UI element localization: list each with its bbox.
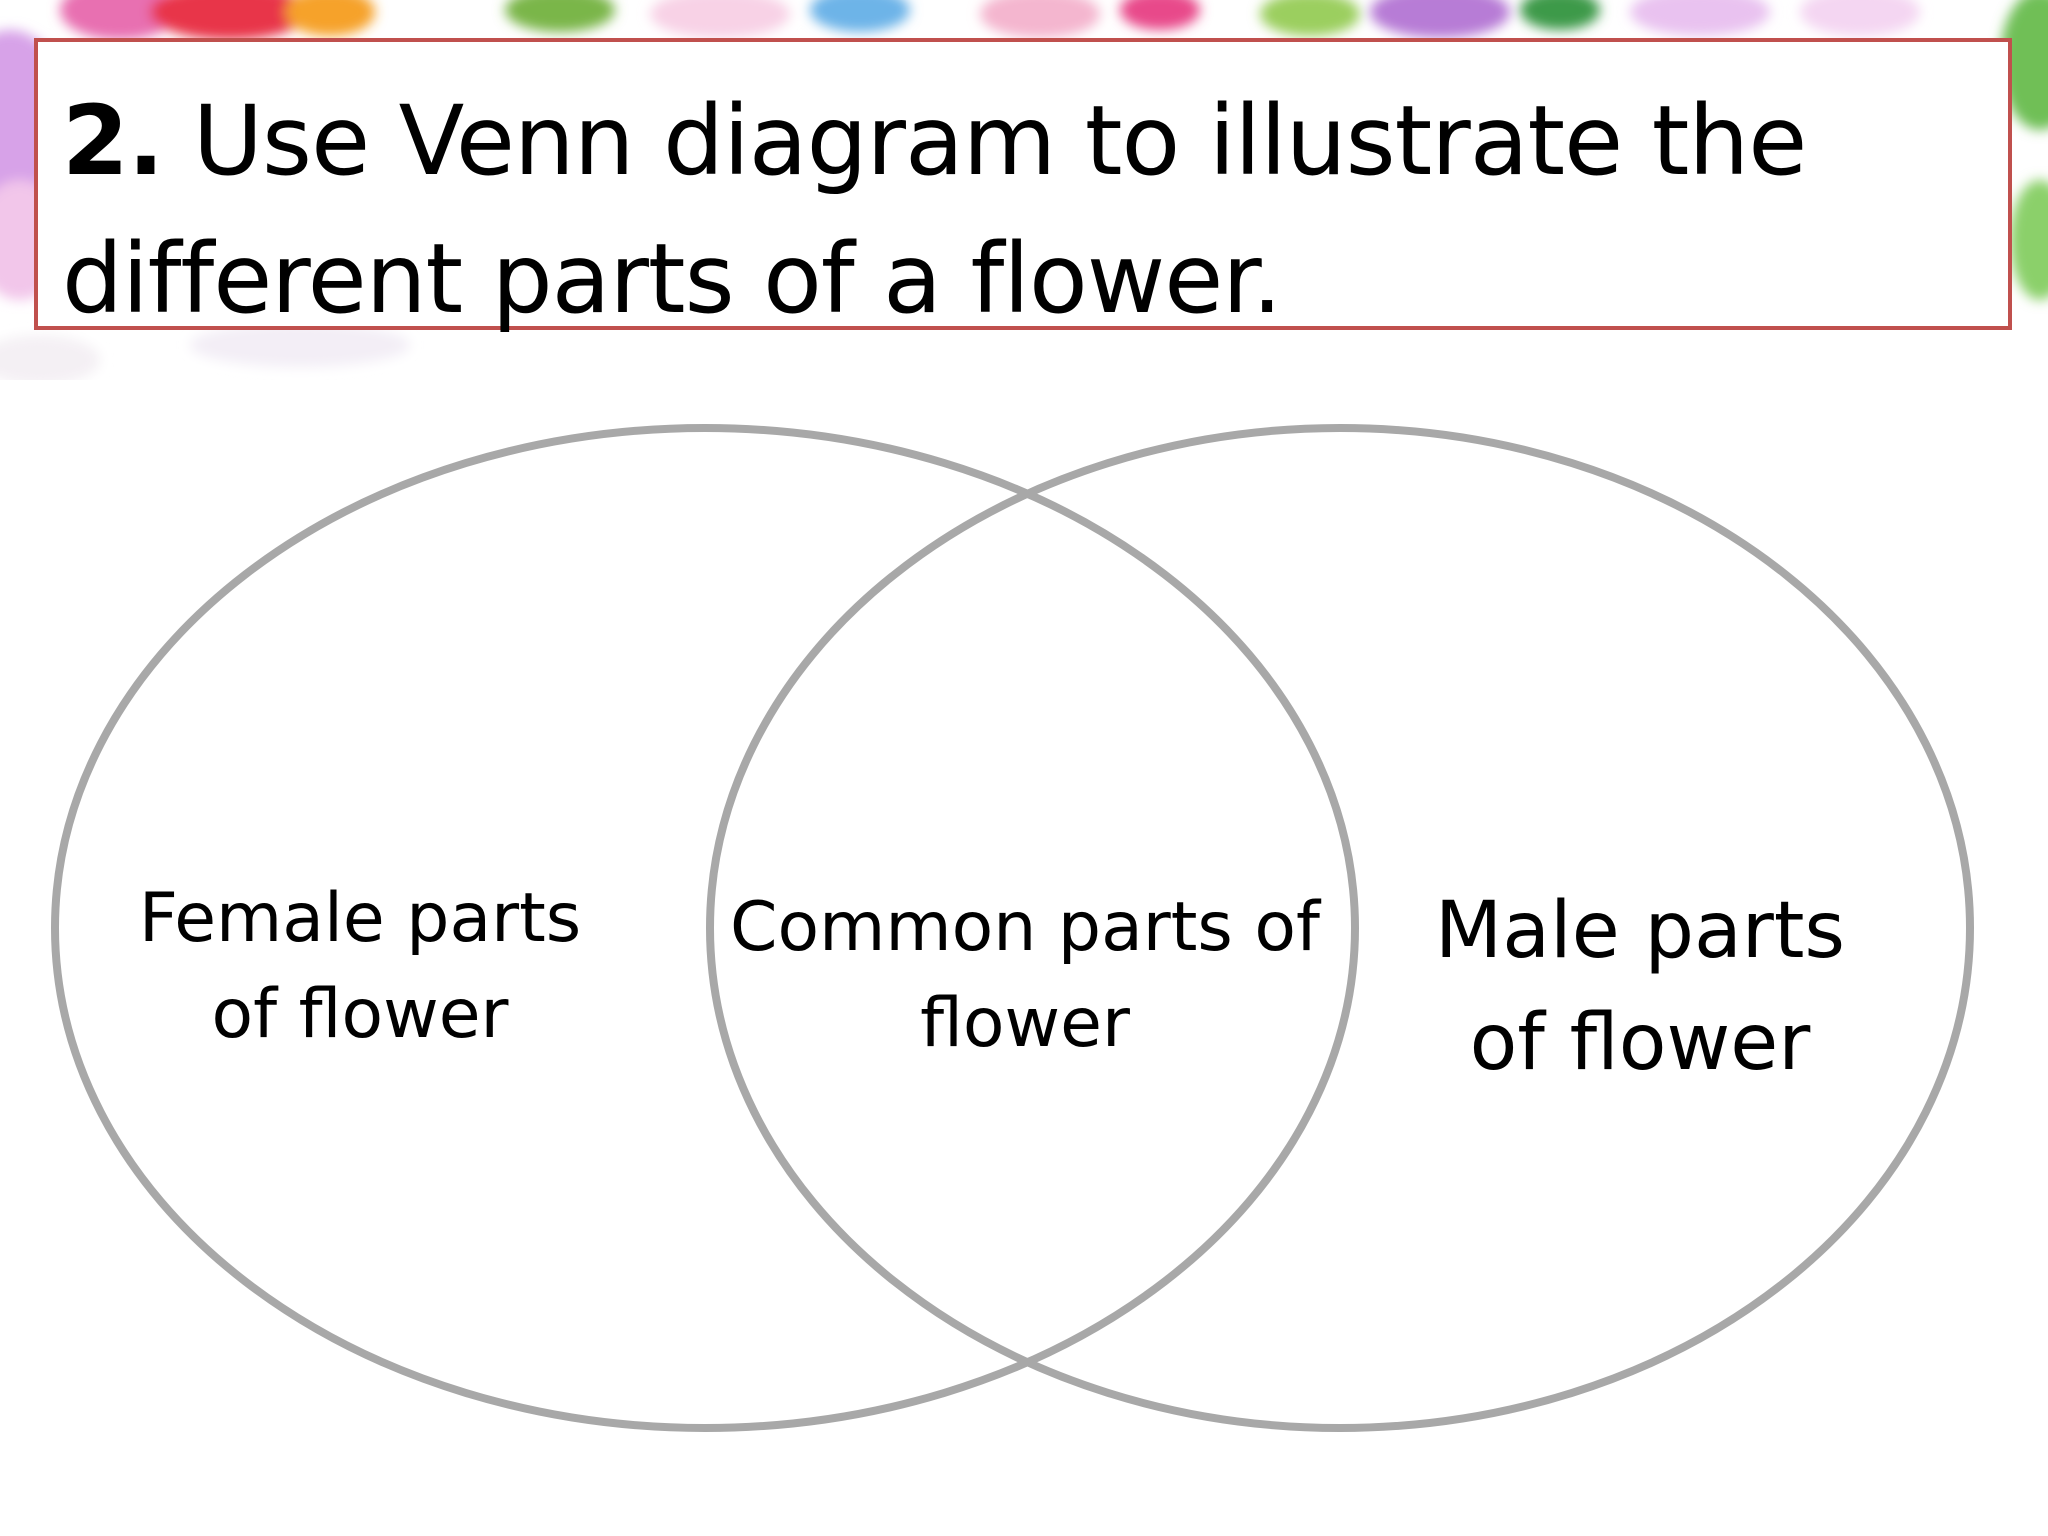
venn-right-label: Male parts of flower bbox=[1380, 875, 1900, 1099]
floral-background-decoration bbox=[0, 0, 2048, 380]
venn-right-label-line1: Male parts bbox=[1434, 886, 1846, 976]
flower-petal-shape bbox=[0, 335, 100, 380]
question-title-box: 2. Use Venn diagram to illustrate the di… bbox=[34, 38, 2012, 335]
flower-petal-shape bbox=[60, 0, 180, 40]
flower-petal-shape bbox=[1800, 0, 1920, 36]
venn-left-label-line1: Female parts bbox=[138, 879, 582, 958]
venn-left-label: Female parts of flower bbox=[120, 871, 600, 1063]
flower-petal-shape bbox=[2010, 180, 2048, 300]
flower-petal-shape bbox=[650, 0, 790, 38]
flower-petal-shape bbox=[1630, 0, 1770, 36]
flower-petal-shape bbox=[150, 0, 310, 40]
flower-petal-shape bbox=[1520, 0, 1600, 30]
flower-petal-shape bbox=[190, 323, 410, 367]
venn-intersection-label: Common parts of flower bbox=[720, 880, 1330, 1072]
venn-left-label-line2: of flower bbox=[211, 975, 509, 1054]
flower-petal-shape bbox=[1370, 0, 1510, 38]
flower-petal-shape bbox=[810, 0, 910, 32]
venn-right-circle bbox=[706, 424, 1974, 1432]
venn-diagram bbox=[51, 424, 1974, 1432]
question-text: Use Venn diagram to illustrate the diffe… bbox=[62, 85, 1807, 335]
flower-petal-shape bbox=[980, 0, 1100, 38]
flower-petal-shape bbox=[285, 0, 375, 36]
venn-intersection-label-line2: flower bbox=[920, 984, 1130, 1063]
flower-petal-shape bbox=[2000, 0, 2048, 130]
question-number: 2. bbox=[62, 85, 164, 197]
venn-left-circle bbox=[51, 424, 1359, 1432]
flower-petal-shape bbox=[505, 0, 615, 32]
venn-intersection-label-line1: Common parts of bbox=[730, 888, 1320, 967]
venn-right-label-line2: of flower bbox=[1469, 998, 1811, 1088]
flower-petal-shape bbox=[1120, 0, 1200, 30]
flower-petal-shape bbox=[1260, 0, 1360, 36]
